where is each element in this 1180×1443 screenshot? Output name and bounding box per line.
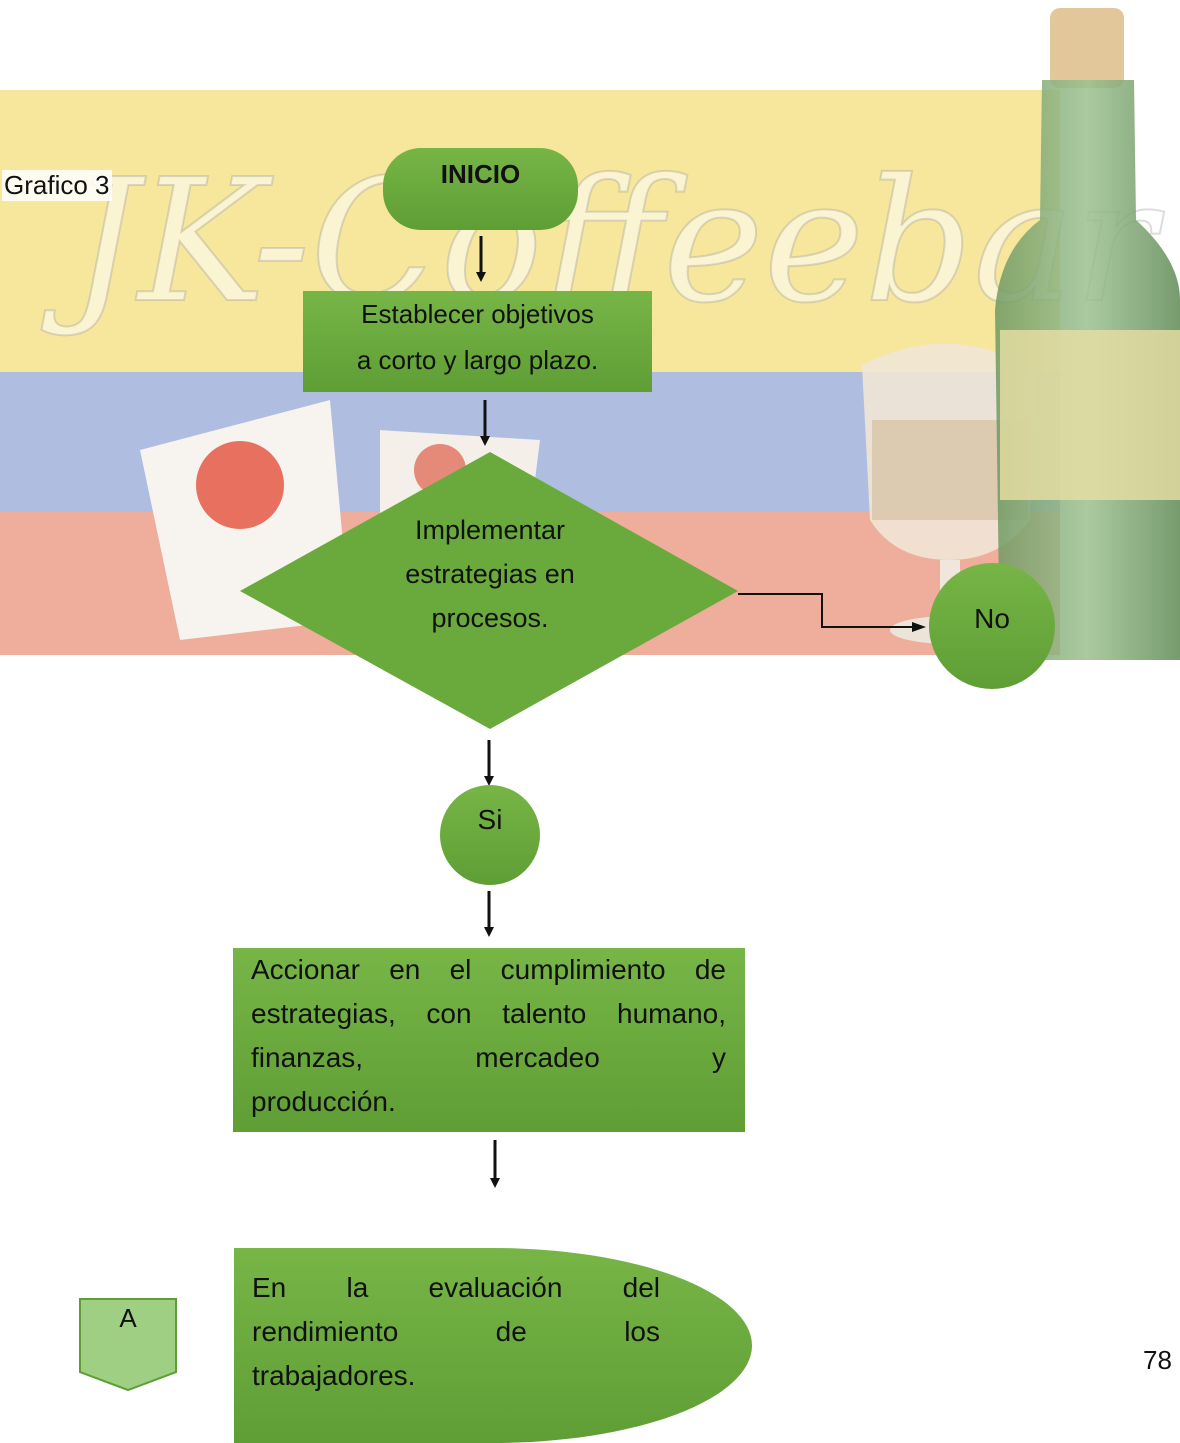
evaluate-line-1: En la evaluación del <box>252 1272 660 1303</box>
decision-diamond <box>240 452 738 729</box>
decision-line-1: Implementar <box>414 515 566 545</box>
execute-line-3: finanzas, mercadeo y <box>251 1042 726 1073</box>
offpage-connector-label: A <box>119 1303 137 1333</box>
si-node: Si <box>440 785 540 885</box>
no-node: No <box>929 563 1055 689</box>
start-node: INICIO <box>383 148 578 230</box>
objectives-line-2: a corto y largo plazo. <box>356 345 599 375</box>
arrow-decision-to-no <box>738 593 915 628</box>
red-sun-circle <box>196 441 284 529</box>
execute-line-1: Accionar en el cumplimiento de <box>251 954 726 985</box>
objectives-line-1: Establecer objetivos <box>361 299 594 329</box>
decision-text: Implementar estrategias en procesos. <box>350 508 630 648</box>
figure-caption: Grafico 3 <box>2 170 112 201</box>
process-set-objectives: Establecer objetivos a corto y largo pla… <box>303 291 652 392</box>
page-number: 78 <box>1143 1345 1172 1375</box>
execute-line-4: producción. <box>251 1086 396 1117</box>
decision-line-3: procesos. <box>431 603 549 633</box>
execute-line-2: estrategias, con talento humano, <box>251 998 726 1029</box>
decision-line-2: estrategias en <box>405 559 575 589</box>
process-evaluate-performance: En la evaluación del rendimiento de los … <box>234 1248 752 1443</box>
evaluate-line-3: trabajadores. <box>252 1360 416 1391</box>
bottle-cork <box>1050 8 1124 88</box>
offpage-connector-shape <box>79 1298 177 1392</box>
evaluate-line-2: rendimiento de los <box>252 1316 660 1347</box>
process-execute-strategies: Accionar en el cumplimiento de estrategi… <box>233 948 745 1132</box>
